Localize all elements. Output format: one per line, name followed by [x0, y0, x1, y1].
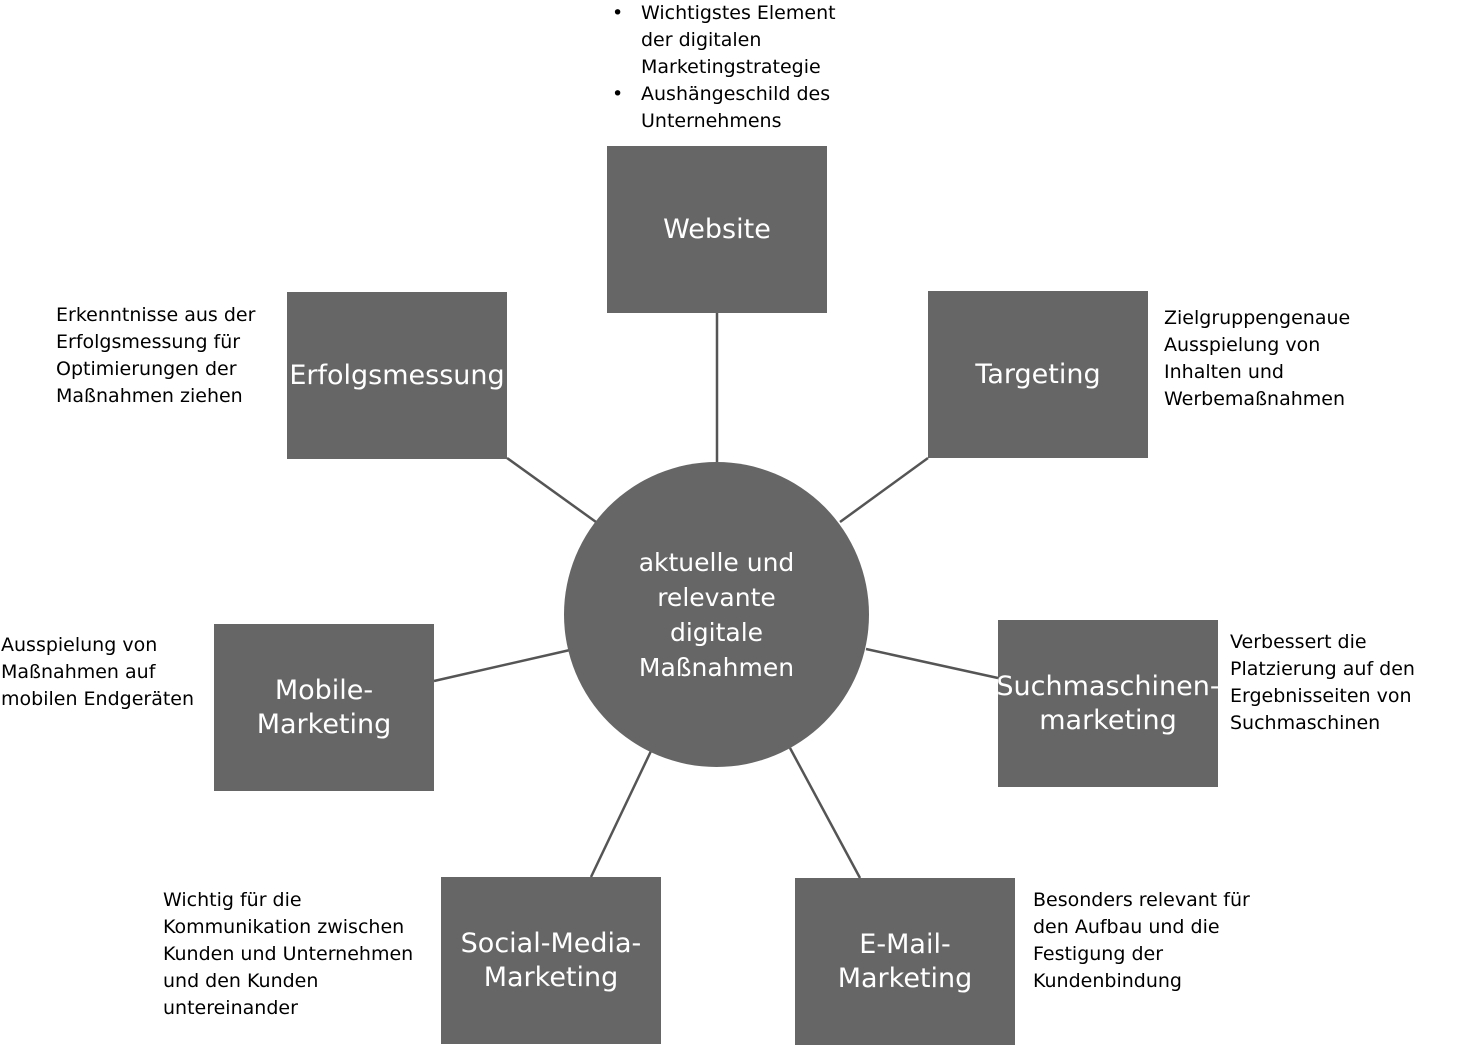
node-mobile-marketing-label: Mobile-Marketing [256, 674, 392, 740]
node-suchmaschinenmarketing-label: Suchmaschinen-marketing [996, 670, 1220, 736]
connector-targeting [839, 456, 929, 524]
desc-social-media-marketing: Wichtig für die Kommunikation zwischen K… [163, 887, 418, 1022]
desc-email-marketing-text: Besonders relevant für den Aufbau und di… [1033, 889, 1250, 992]
connector-mobile-marketing [433, 648, 571, 683]
desc-suchmaschinenmarketing-text: Verbessert die Platzierung auf den Ergeb… [1230, 631, 1415, 734]
node-social-media-marketing: Social-Media-Marketing [441, 877, 661, 1044]
desc-email-marketing: Besonders relevant für den Aufbau und di… [1033, 887, 1253, 995]
desc-erfolgsmessung: Erkenntnisse aus der Erfolgsmessung für … [56, 302, 261, 410]
node-email-marketing: E-Mail-Marketing [795, 878, 1015, 1045]
desc-website-bullet: Aushängeschild des Unternehmens [606, 81, 866, 135]
node-targeting-label: Targeting [975, 358, 1101, 390]
connector-email-marketing [788, 747, 862, 879]
connector-erfolgsmessung [506, 456, 597, 524]
desc-erfolgsmessung-text: Erkenntnisse aus der Erfolgsmessung für … [56, 304, 256, 407]
node-mobile-marketing: Mobile-Marketing [214, 624, 434, 791]
connector-suchmaschinenmarketing [865, 647, 999, 680]
node-suchmaschinenmarketing: Suchmaschinen-marketing [996, 620, 1220, 787]
node-website-label: Website [663, 213, 771, 245]
node-website: Website [607, 146, 827, 313]
node-erfolgsmessung: Erfolgsmessung [287, 292, 507, 459]
desc-targeting-text: Zielgruppengenaue Ausspielung von Inhalt… [1164, 307, 1351, 410]
desc-website: Wichtigstes Element der digitalen Market… [606, 0, 866, 135]
desc-website-bullet: Wichtigstes Element der digitalen Market… [606, 0, 866, 81]
node-email-marketing-label: E-Mail-Marketing [837, 928, 973, 994]
desc-suchmaschinenmarketing: Verbessert die Platzierung auf den Ergeb… [1230, 629, 1475, 737]
node-erfolgsmessung-label: Erfolgsmessung [289, 359, 505, 391]
desc-targeting: Zielgruppengenaue Ausspielung von Inhalt… [1164, 305, 1404, 413]
desc-website-bullets: Wichtigstes Element der digitalen Market… [606, 0, 866, 135]
node-targeting: Targeting [928, 291, 1148, 458]
desc-social-media-marketing-text: Wichtig für die Kommunikation zwischen K… [163, 889, 414, 1019]
node-social-media-marketing-label: Social-Media-Marketing [460, 927, 642, 993]
desc-mobile-marketing-text: Ausspielung von Maßnahmen auf mobilen En… [1, 634, 195, 710]
connector-social-media-marketing [589, 750, 653, 878]
center-node: aktuelle und relevante digitale Maßnahme… [564, 462, 869, 767]
center-node-label: aktuelle und relevante digitale Maßnahme… [638, 547, 795, 682]
desc-mobile-marketing: Ausspielung von Maßnahmen auf mobilen En… [1, 632, 201, 713]
